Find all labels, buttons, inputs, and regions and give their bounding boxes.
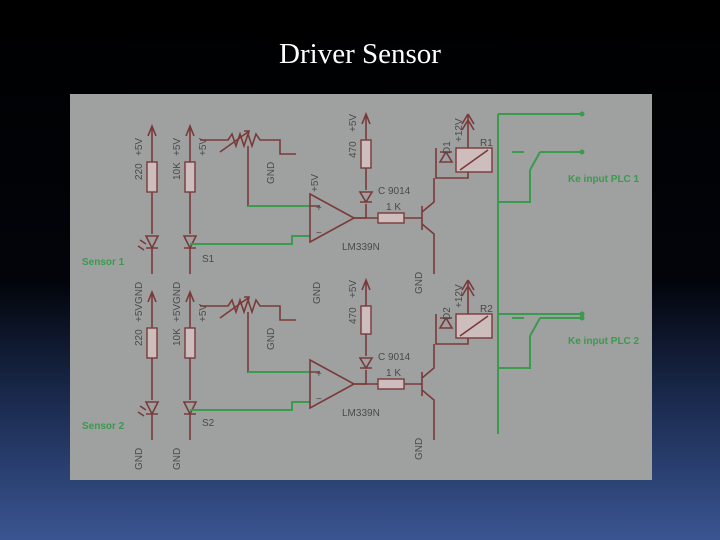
svg-text:+5V: +5V — [198, 304, 209, 322]
svg-text:10K: 10K — [172, 328, 183, 346]
channel-2-circuit: 220 +5V 10K +5V +5V GND Sensor 2 S2 GND … — [82, 277, 640, 470]
slide-title: Driver Sensor — [279, 38, 441, 70]
svg-text:+12V: +12V — [454, 118, 465, 142]
transistor-1-label: C 9014 — [378, 186, 411, 197]
svg-text:GND: GND — [414, 272, 425, 294]
svg-text:+5V: +5V — [310, 174, 321, 192]
svg-text:GND: GND — [134, 282, 145, 304]
svg-text:+5V: +5V — [198, 138, 209, 156]
svg-text:+: + — [316, 369, 322, 380]
svg-text:470: 470 — [348, 307, 359, 324]
svg-text:GND: GND — [134, 448, 145, 470]
svg-text:+5V: +5V — [172, 304, 183, 322]
comparator-2-symbol — [309, 358, 356, 410]
comparator-2-label: LM339N — [342, 408, 380, 419]
switch-s1-label: S1 — [202, 254, 215, 265]
relay-r1-label: R1 — [480, 138, 493, 149]
channel-1-circuit: 220 +5V 10K +5V +5V GND Sensor 1 S1 GND … — [82, 111, 640, 304]
transistor-2-label: C 9014 — [378, 352, 411, 363]
svg-text:10K: 10K — [172, 162, 183, 180]
diode-d1-label: D1 — [442, 141, 453, 154]
schematic-diagram: 220 +5V 10K +5V +5V GND Sensor 1 S1 GND … — [70, 94, 652, 480]
svg-text:1 K: 1 K — [386, 202, 401, 213]
svg-text:470: 470 — [348, 141, 359, 158]
comparator-1-label: LM339N — [342, 242, 380, 253]
svg-text:GND: GND — [312, 282, 323, 304]
svg-text:GND: GND — [414, 438, 425, 460]
svg-text:+5V: +5V — [348, 280, 359, 298]
plc-input-1-label: Ke input PLC 1 — [568, 174, 640, 185]
terminal-common-2 — [579, 311, 585, 317]
svg-text:+5V: +5V — [172, 138, 183, 156]
switch-s2-label: S2 — [202, 418, 215, 429]
svg-text:−: − — [316, 394, 322, 405]
plc-input-2-label: Ke input PLC 2 — [568, 336, 640, 347]
comparator-1-symbol — [309, 192, 356, 244]
svg-text:GND: GND — [172, 448, 183, 470]
terminal-common-1 — [579, 111, 585, 117]
svg-text:1 K: 1 K — [386, 368, 401, 379]
supply-12v-arrow-icon — [461, 113, 475, 148]
svg-text:GND: GND — [266, 162, 277, 184]
relay-r2-label: R2 — [480, 304, 493, 315]
diode-d2-label: D2 — [442, 307, 453, 320]
svg-text:220: 220 — [134, 329, 145, 346]
sensor-2-label: Sensor 2 — [82, 421, 125, 432]
svg-text:+: + — [316, 203, 322, 214]
svg-text:+5V: +5V — [134, 304, 145, 322]
svg-text:+12V: +12V — [454, 284, 465, 308]
svg-text:+5V: +5V — [134, 138, 145, 156]
svg-text:+5V: +5V — [348, 114, 359, 132]
svg-text:GND: GND — [266, 328, 277, 350]
svg-text:GND: GND — [172, 282, 183, 304]
sensor-1-label: Sensor 1 — [82, 257, 125, 268]
svg-text:220: 220 — [134, 163, 145, 180]
svg-text:−: − — [316, 228, 322, 239]
